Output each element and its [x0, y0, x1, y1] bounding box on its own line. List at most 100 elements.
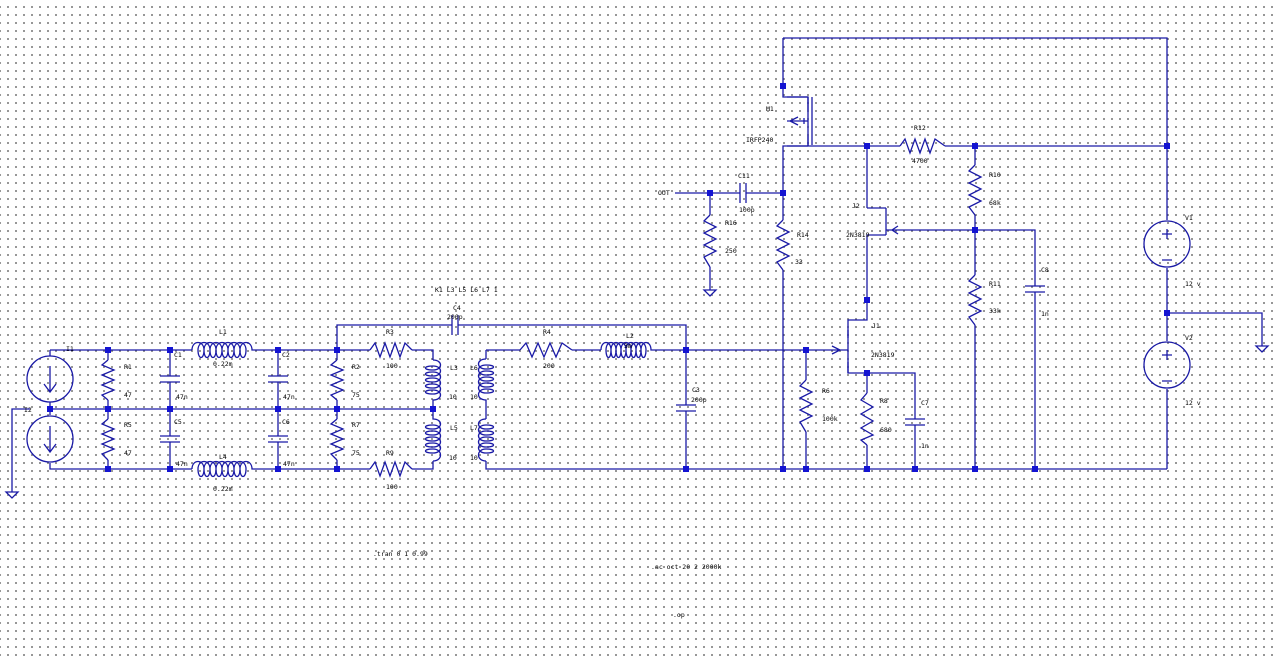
svg-text:V2: V2 — [1185, 334, 1193, 342]
resistor-r2[interactable]: R2 75 — [329, 359, 360, 401]
svg-text:47n: 47n — [283, 460, 295, 468]
inductor-l2[interactable]: L2 3m — [600, 332, 657, 359]
i2-name: I2 — [24, 406, 32, 414]
wires — [11, 37, 1263, 492]
tran-directive[interactable]: .tran 0 1 0.99 — [373, 550, 428, 558]
svg-text:47n: 47n — [176, 460, 188, 468]
ground-icon — [702, 289, 718, 297]
resistor-r12[interactable]: R12 4700 — [899, 124, 946, 165]
ground-icon — [1254, 345, 1270, 353]
resistor-r14[interactable]: R14 33 — [775, 219, 809, 271]
svg-text:C5: C5 — [174, 418, 182, 426]
inductor-l1[interactable]: L1 0.22m — [191, 328, 258, 368]
resistor-r16[interactable]: R16 250 — [702, 214, 737, 268]
op-directive[interactable]: .op — [673, 611, 685, 619]
svg-text:R1: R1 — [124, 363, 132, 371]
capacitor-c6[interactable]: C6 47n — [268, 418, 295, 468]
resistor-r6[interactable]: R6 100k — [798, 379, 838, 433]
resistor-r7[interactable]: R7 75 — [329, 418, 360, 461]
jfet-j2[interactable]: J2 2N3819 — [846, 202, 899, 239]
capacitor-c1[interactable]: C1 47n — [160, 351, 188, 401]
svg-text:680: 680 — [880, 426, 892, 434]
capacitor-c3[interactable]: C3 200p — [676, 386, 707, 412]
resistor-r4[interactable]: R4 200 — [519, 328, 573, 370]
svg-text:3m: 3m — [624, 342, 632, 350]
svg-text:100: 100 — [386, 483, 398, 491]
svg-text:10: 10 — [470, 454, 478, 462]
inductor-l4[interactable]: L4 0.22m — [191, 453, 258, 493]
svg-text:L7: L7 — [470, 424, 478, 432]
svg-text:M1: M1 — [766, 105, 774, 113]
coupling-directive[interactable]: K1 L3 L5 L6 L7 1 — [435, 286, 498, 294]
svg-text:R16: R16 — [725, 219, 737, 227]
svg-text:10: 10 — [470, 393, 478, 401]
jfet-j1[interactable]: J1 2N3819 — [831, 322, 895, 373]
svg-text:1n: 1n — [921, 442, 929, 450]
svg-text:C7: C7 — [921, 399, 929, 407]
svg-text:0.22m: 0.22m — [213, 360, 233, 368]
current-source-i2[interactable]: I2 — [24, 406, 74, 463]
resistor-r9[interactable]: R9 100 — [369, 449, 413, 491]
inductor-l7[interactable]: L7 10 — [470, 418, 495, 462]
svg-text:R14: R14 — [797, 231, 809, 239]
capacitor-c7[interactable]: C7 1n — [905, 399, 929, 450]
svg-text:10: 10 — [449, 393, 457, 401]
resistor-r5[interactable]: R5 47 — [100, 418, 132, 461]
svg-text:100p: 100p — [739, 206, 755, 214]
resistor-r10[interactable]: R10 68k — [967, 164, 1001, 216]
svg-text:R7: R7 — [352, 421, 360, 429]
capacitor-c2[interactable]: C2 47n — [268, 351, 295, 401]
svg-text:L2: L2 — [626, 332, 634, 340]
resistor-r11[interactable]: R11 33k — [967, 274, 1001, 326]
voltage-source-v1[interactable]: V1 12 v — [1143, 214, 1201, 288]
svg-text:12 v: 12 v — [1185, 280, 1201, 288]
svg-text:C2: C2 — [282, 351, 290, 359]
i1-name: I1 — [66, 345, 74, 353]
resistor-r3[interactable]: R3 100 — [369, 328, 413, 370]
svg-text:100: 100 — [386, 362, 398, 370]
svg-text:250: 250 — [725, 247, 737, 255]
inductor-l6[interactable]: L6 10 — [470, 358, 495, 419]
svg-text:75: 75 — [352, 449, 360, 457]
inductor-l3[interactable]: L3 10 — [424, 359, 458, 409]
svg-text:200p: 200p — [691, 396, 707, 404]
node-junctions — [47, 83, 1170, 472]
svg-text:4700: 4700 — [912, 157, 928, 165]
current-source-i1[interactable]: I1 — [26, 345, 74, 403]
voltage-source-v2[interactable]: V2 12 v — [1143, 334, 1201, 407]
svg-text:47: 47 — [124, 449, 132, 457]
svg-text:0.22m: 0.22m — [213, 485, 233, 493]
resistor-r1[interactable]: R1 47 — [100, 359, 132, 401]
svg-text:C1: C1 — [174, 351, 182, 359]
capacitor-c8[interactable]: C8 1n — [1025, 266, 1049, 318]
svg-text:75: 75 — [352, 391, 360, 399]
svg-text:100k: 100k — [822, 415, 838, 423]
svg-text:C8: C8 — [1041, 266, 1049, 274]
out-label: OUT — [658, 189, 670, 197]
ground-symbols — [4, 289, 1270, 499]
svg-text:L1: L1 — [219, 328, 227, 336]
svg-text:L6: L6 — [470, 364, 478, 372]
ac-directive[interactable]: .ac oct 20 2 2000k — [651, 563, 722, 571]
svg-text:V1: V1 — [1185, 214, 1193, 222]
svg-text:R12: R12 — [914, 124, 926, 132]
svg-text:1n: 1n — [1041, 310, 1049, 318]
resistor-r8[interactable]: R8 680 — [859, 392, 892, 446]
svg-text:C3: C3 — [692, 386, 700, 394]
svg-text:68k: 68k — [989, 199, 1001, 207]
svg-text:R10: R10 — [989, 171, 1001, 179]
svg-text:10: 10 — [449, 454, 457, 462]
capacitor-c11[interactable]: C11 100p — [738, 172, 755, 214]
capacitor-c4[interactable]: C4 200p — [447, 304, 463, 335]
svg-text:R9: R9 — [386, 449, 394, 457]
svg-text:C4: C4 — [453, 304, 461, 312]
mosfet-m1[interactable]: M1 IRFP240 — [746, 96, 813, 147]
svg-text:47n: 47n — [176, 393, 188, 401]
svg-text:L4: L4 — [219, 453, 227, 461]
svg-text:33: 33 — [795, 258, 803, 266]
capacitor-c5[interactable]: C5 47n — [160, 418, 188, 468]
inductor-l5[interactable]: L5 10 — [424, 409, 458, 462]
svg-text:C11: C11 — [738, 172, 750, 180]
